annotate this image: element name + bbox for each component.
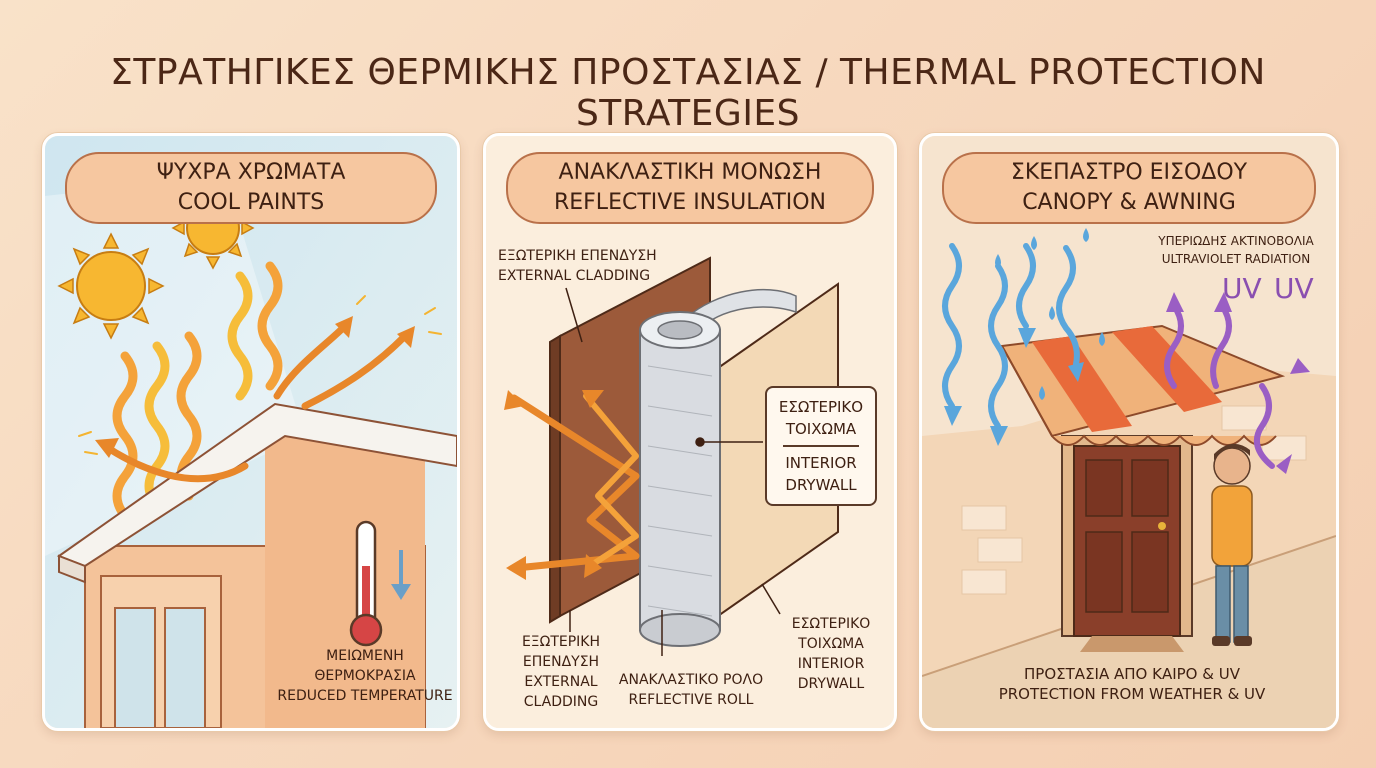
panel-title-greek: ΨΥΧΡΑ ΧΡΩΜΑΤΑ bbox=[156, 160, 346, 185]
label-line: CLADDING bbox=[523, 694, 599, 710]
label-protection-weather-uv: ΠΡΟΣΤΑΣΙΑ ΑΠΟ ΚΑΙΡΟ & UV PROTECTION FROM… bbox=[962, 664, 1302, 704]
divider bbox=[783, 445, 859, 447]
label-line: ΤΟΙΧΩΜΑ bbox=[798, 636, 864, 652]
panel-title-english: CANOPY & AWNING bbox=[1022, 190, 1236, 215]
panel-canopy-awning: ΣΚΕΠΑΣΤΡΟ ΕΙΣΟΔΟΥ CANOPY & AWNING ΥΠΕΡΙΩ… bbox=[919, 133, 1339, 731]
label-line: ΑΝΑΚΛΑΣΤΙΚΟ ΡΟΛΟ bbox=[618, 672, 764, 688]
panel-title-english: COOL PAINTS bbox=[177, 190, 325, 215]
label-line: ΘΕΡΜΟΚΡΑΣΙΑ bbox=[314, 668, 416, 684]
sun-icon bbox=[57, 232, 165, 340]
raindrops bbox=[995, 228, 1105, 400]
arrow-down-icon bbox=[391, 550, 411, 600]
label-line: ΕΣΩΤΕΡΙΚΟ bbox=[778, 398, 864, 416]
label-line: INTERIOR bbox=[785, 454, 857, 472]
label-external-cladding-top: ΕΞΩΤΕΡΙΚΗ ΕΠΕΝΔΥΣΗ EXTERNAL CLADDING bbox=[498, 246, 698, 286]
heat-reflection-arrows bbox=[510, 393, 640, 572]
rain-arrows bbox=[942, 243, 1080, 429]
window-icon bbox=[100, 575, 222, 728]
label-line: INTERIOR bbox=[797, 656, 865, 672]
label-line: ΤΟΙΧΩΜΑ bbox=[785, 420, 857, 438]
label-line: PROTECTION FROM WEATHER & UV bbox=[998, 685, 1266, 703]
label-line: EXTERNAL bbox=[524, 674, 598, 690]
uv-arrows bbox=[1164, 303, 1275, 469]
panel-header-canopy-awning: ΣΚΕΠΑΣΤΡΟ ΕΙΣΟΔΟΥ CANOPY & AWNING bbox=[942, 152, 1316, 224]
thermometer-icon bbox=[349, 520, 383, 647]
panel-title-english: REFLECTIVE INSULATION bbox=[553, 190, 827, 215]
label-line: REDUCED TEMPERATURE bbox=[277, 688, 453, 704]
canopy-awning-illustration bbox=[922, 136, 1336, 728]
door-icon bbox=[1061, 435, 1193, 652]
reflected-heat-arrows bbox=[101, 322, 409, 483]
label-line: REFLECTIVE ROLL bbox=[628, 692, 754, 708]
label-line: ΥΠΕΡΙΩΔΗΣ ΑΚΤΙΝΟΒΟΛΙΑ bbox=[1158, 234, 1314, 248]
panel-title-greek: ΣΚΕΠΑΣΤΡΟ ΕΙΣΟΔΟΥ bbox=[1010, 160, 1248, 185]
reflective-roll bbox=[639, 311, 721, 647]
label-line: ULTRAVIOLET RADIATION bbox=[1161, 252, 1311, 266]
label-line: DRYWALL bbox=[785, 476, 857, 494]
page-title: ΣΤΡΑΤΗΓΙΚΕΣ ΘΕΡΜΙΚΗΣ ΠΡΟΣΤΑΣΙΑΣ / THERMA… bbox=[110, 52, 1266, 134]
heat-waves bbox=[112, 261, 283, 521]
label-interior-drywall-bottom: ΕΣΩΤΕΡΙΚΟ ΤΟΙΧΩΜΑ INTERIOR DRYWALL bbox=[776, 614, 886, 694]
label-line: ΕΞΩΤΕΡΙΚΗ ΕΠΕΝΔΥΣΗ bbox=[498, 248, 657, 264]
label-line: ΕΞΩΤΕΡΙΚΗ bbox=[521, 634, 601, 650]
label-line: EXTERNAL CLADDING bbox=[498, 268, 651, 284]
label-line: ΕΣΩΤΕΡΙΚΟ bbox=[791, 616, 871, 632]
panel-cool-paints: ΨΥΧΡΑ ΧΡΩΜΑΤΑ COOL PAINTS ΜΕΙΩΜΕΝΗ ΘΕΡΜΟ… bbox=[42, 133, 460, 731]
label-line: ΜΕΙΩΜΕΝΗ bbox=[326, 648, 404, 664]
panel-header-reflective-insulation: ΑΝΑΚΛΑΣΤΙΚΗ ΜΟΝΩΣΗ REFLECTIVE INSULATION bbox=[506, 152, 874, 224]
uv-mark: UV bbox=[1222, 272, 1262, 305]
label-reduced-temperature: ΜΕΙΩΜΕΝΗ ΘΕΡΜΟΚΡΑΣΙΑ REDUCED TEMPERATURE bbox=[275, 646, 455, 706]
panel-title-greek: ΑΝΑΚΛΑΣΤΙΚΗ ΜΟΝΩΣΗ bbox=[558, 160, 822, 185]
label-line: DRYWALL bbox=[797, 676, 865, 692]
label-reflective-roll: ΑΝΑΚΛΑΣΤΙΚΟ ΡΟΛΟ REFLECTIVE ROLL bbox=[616, 670, 766, 710]
reflective-insulation-illustration bbox=[486, 136, 894, 728]
panel-header-cool-paints: ΨΥΧΡΑ ΧΡΩΜΑΤΑ COOL PAINTS bbox=[65, 152, 437, 224]
label-interior-drywall-box: ΕΣΩΤΕΡΙΚΟ ΤΟΙΧΩΜΑ INTERIOR DRYWALL bbox=[765, 386, 877, 506]
cool-paints-illustration bbox=[45, 136, 457, 728]
label-line: ΕΠΕΝΔΥΣΗ bbox=[522, 654, 600, 670]
label-external-cladding-bottom: ΕΞΩΤΕΡΙΚΗ ΕΠΕΝΔΥΣΗ EXTERNAL CLADDING bbox=[506, 632, 616, 712]
uv-mark: UV bbox=[1274, 272, 1314, 305]
panel-reflective-insulation: ΑΝΑΚΛΑΣΤΙΚΗ ΜΟΝΩΣΗ REFLECTIVE INSULATION… bbox=[483, 133, 897, 731]
label-line: ΠΡΟΣΤΑΣΙΑ ΑΠΟ ΚΑΙΡΟ & UV bbox=[1024, 665, 1240, 683]
label-ultraviolet-radiation: ΥΠΕΡΙΩΔΗΣ ΑΚΤΙΝΟΒΟΛΙΑ ULTRAVIOLET RADIAT… bbox=[1138, 232, 1334, 268]
person-icon bbox=[1211, 443, 1253, 646]
